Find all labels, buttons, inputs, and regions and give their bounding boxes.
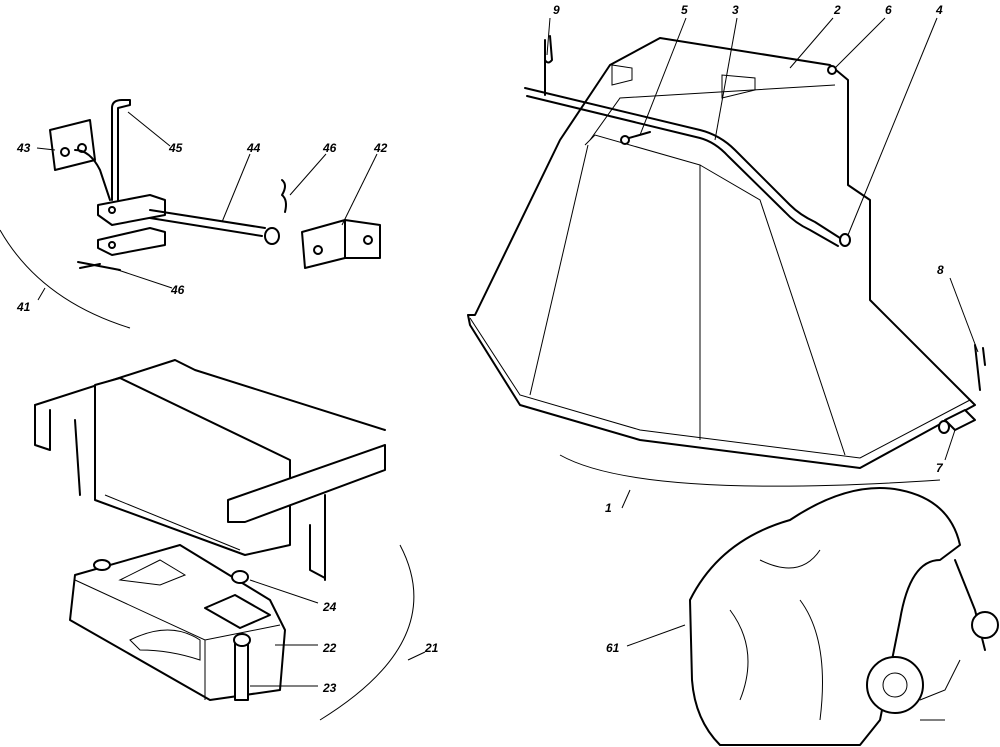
weight-assembly: [34, 359, 415, 721]
label-part-4: 4: [935, 3, 943, 17]
label-part-61: 61: [606, 641, 620, 655]
label-part-21: 21: [424, 641, 439, 655]
label-part-5: 5: [681, 3, 688, 17]
hitch-bracket-assembly: [0, 99, 381, 329]
label-part-9: 9: [553, 3, 560, 17]
leader-lines-bag: [546, 17, 979, 509]
label-part-23: 23: [322, 681, 337, 695]
label-part-2: 2: [833, 3, 841, 17]
label-part-8: 8: [937, 263, 944, 277]
label-part-45: 45: [168, 141, 183, 155]
label-part-44: 44: [246, 141, 261, 155]
label-part-7: 7: [936, 461, 944, 475]
label-part-43: 43: [16, 141, 31, 155]
label-part-42: 42: [373, 141, 388, 155]
label-part-24: 24: [322, 600, 337, 614]
label-part-1: 1: [605, 501, 612, 515]
part-labels: 9 5 3 2 6 4 8 7 1 43 45 44 46 42 46 41 2…: [16, 3, 944, 695]
leader-line-cover: [626, 624, 686, 647]
grass-bag-assembly: [467, 35, 986, 487]
label-part-41: 41: [16, 300, 31, 314]
leader-lines-hitch: [36, 111, 378, 301]
leader-lines-weight: [249, 579, 426, 687]
bar-end-cap: [839, 233, 851, 247]
label-part-22: 22: [322, 641, 337, 655]
label-part-6: 6: [885, 3, 892, 17]
label-part-46-upper: 46: [322, 141, 337, 155]
tractor-cover: [689, 487, 999, 746]
label-part-46-lower: 46: [170, 283, 185, 297]
label-part-3: 3: [732, 3, 739, 17]
